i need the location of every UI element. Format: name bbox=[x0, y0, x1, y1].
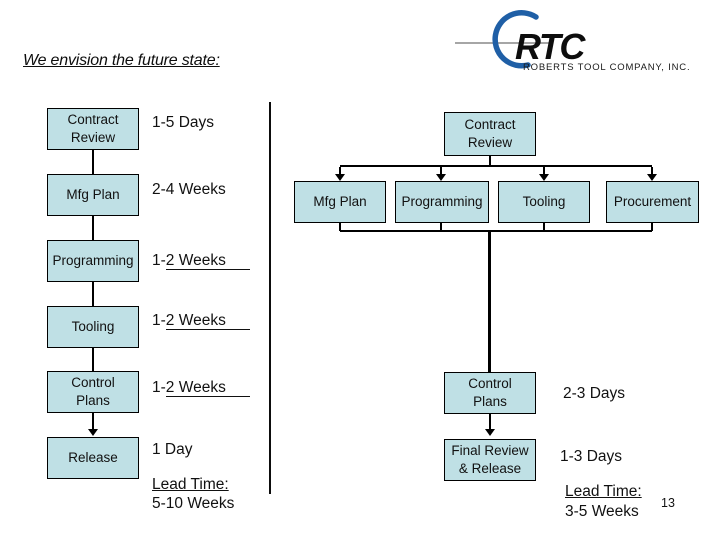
left-duration-contract-review: 1-5 Days bbox=[152, 114, 214, 132]
right-connector-arrow-line bbox=[489, 414, 491, 430]
duration-text: 1 Day bbox=[152, 441, 193, 458]
duration-text: 1- bbox=[152, 312, 166, 329]
box-label: Release bbox=[68, 450, 118, 466]
left-duration-programming: 1-2 Weeks bbox=[152, 252, 250, 270]
right-box-procurement: Procurement bbox=[606, 181, 699, 223]
logo-company-name: ROBERTS TOOL COMPANY, INC. bbox=[523, 62, 690, 73]
left-connector-4 bbox=[92, 348, 94, 371]
right-branch-stub bbox=[489, 155, 491, 166]
box-label: Mfg Plan bbox=[313, 194, 367, 210]
box-label: Procurement bbox=[613, 194, 692, 210]
slide-title: We envision the future state: bbox=[23, 52, 220, 69]
box-label: Tooling bbox=[522, 194, 566, 210]
box-label: Control Plans bbox=[71, 375, 115, 408]
duration-text: 2-3 Days bbox=[563, 385, 626, 402]
duration-text-underlined: 2 Weeks bbox=[165, 312, 250, 330]
left-box-mfg-plan: Mfg Plan bbox=[47, 174, 139, 216]
branch-arrow-line-1 bbox=[339, 167, 341, 175]
left-duration-mfg-plan: 2-4 Weeks bbox=[152, 181, 226, 199]
duration-text-underlined: 2 Weeks bbox=[165, 379, 250, 397]
join-hline bbox=[340, 230, 652, 232]
down-arrowhead-icon bbox=[539, 174, 549, 181]
box-label: Programming bbox=[401, 194, 483, 210]
left-box-contract-review: Contract Review bbox=[47, 108, 139, 150]
right-box-mfg-plan: Mfg Plan bbox=[294, 181, 386, 223]
duration-text: 1-3 Days bbox=[560, 448, 623, 465]
left-box-control-plans: Control Plans bbox=[47, 371, 139, 413]
left-connector-arrow-line bbox=[92, 413, 94, 430]
left-duration-tooling: 1-2 Weeks bbox=[152, 312, 250, 330]
left-connector-3 bbox=[92, 282, 94, 306]
box-label: Contract Review bbox=[464, 117, 516, 150]
down-arrowhead-icon bbox=[88, 429, 98, 436]
down-arrowhead-icon bbox=[335, 174, 345, 181]
box-label: Final Review & Release bbox=[451, 443, 529, 476]
left-duration-control-plans: 1-2 Weeks bbox=[152, 379, 250, 397]
right-box-programming: Programming bbox=[395, 181, 489, 223]
right-box-tooling: Tooling bbox=[498, 181, 590, 223]
branch-arrow-line-4 bbox=[651, 167, 653, 175]
right-lead-time-label: Lead Time: bbox=[565, 483, 642, 500]
duration-text-underlined: 2 Weeks bbox=[165, 252, 250, 270]
column-divider-line bbox=[269, 102, 271, 494]
left-box-programming: Programming bbox=[47, 240, 139, 282]
down-arrowhead-icon bbox=[436, 174, 446, 181]
duration-text: 2-4 Weeks bbox=[152, 181, 226, 198]
right-lead-time-value: 3-5 Weeks bbox=[565, 503, 639, 520]
branch-arrow-line-2 bbox=[440, 167, 442, 175]
box-label: Tooling bbox=[71, 319, 115, 335]
right-box-final-review-release: Final Review & Release bbox=[444, 439, 536, 481]
center-connector-line bbox=[488, 231, 491, 372]
right-duration-final-release: 1-3 Days bbox=[560, 448, 622, 466]
join-stub-1 bbox=[339, 223, 341, 231]
left-duration-release: 1 Day bbox=[152, 441, 193, 459]
right-box-control-plans: Control Plans bbox=[444, 372, 536, 414]
left-box-tooling: Tooling bbox=[47, 306, 139, 348]
left-connector-1 bbox=[92, 150, 94, 174]
logo-arc-swoosh-icon bbox=[492, 10, 539, 69]
left-box-release: Release bbox=[47, 437, 139, 479]
left-connector-2 bbox=[92, 216, 94, 240]
right-branch-hline bbox=[340, 165, 652, 167]
down-arrowhead-icon bbox=[647, 174, 657, 181]
left-lead-time-label: Lead Time: bbox=[152, 476, 229, 493]
box-label: Contract Review bbox=[67, 112, 119, 145]
box-label: Programming bbox=[52, 253, 134, 269]
down-arrowhead-icon bbox=[485, 429, 495, 436]
duration-text: 1-5 Days bbox=[152, 114, 215, 131]
right-duration-control-plans: 2-3 Days bbox=[563, 385, 625, 403]
right-box-contract-review: Contract Review bbox=[444, 112, 536, 156]
box-label: Mfg Plan bbox=[66, 187, 120, 203]
logo-acronym: RTC bbox=[515, 26, 586, 67]
join-stub-2 bbox=[440, 223, 442, 231]
left-lead-time-value: 5-10 Weeks bbox=[152, 495, 235, 512]
branch-arrow-line-3 bbox=[543, 167, 545, 175]
company-logo: RTC ROBERTS TOOL COMPANY, INC. bbox=[455, 10, 690, 73]
join-stub-4 bbox=[651, 223, 653, 231]
duration-text: 1- bbox=[152, 252, 166, 269]
page-number: 13 bbox=[661, 496, 675, 510]
join-stub-3 bbox=[543, 223, 545, 231]
duration-text: 1- bbox=[152, 379, 166, 396]
box-label: Control Plans bbox=[468, 376, 512, 409]
